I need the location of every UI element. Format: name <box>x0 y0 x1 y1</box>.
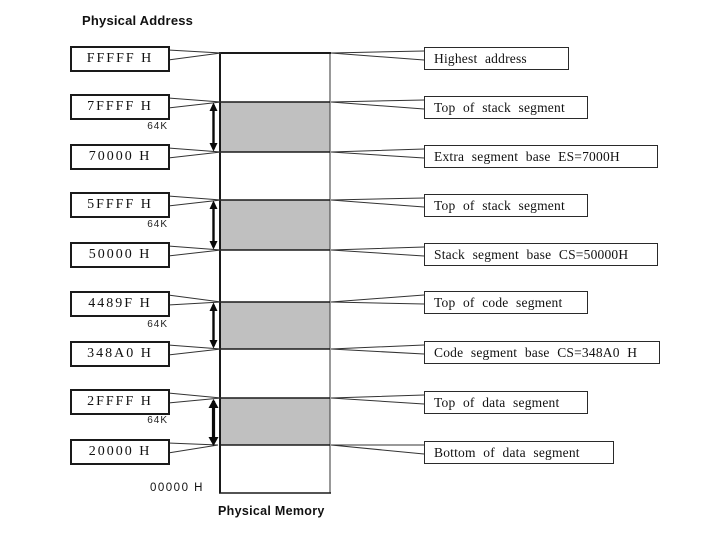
address-box-50000: 50000 H <box>70 242 170 268</box>
address-callout-leaders <box>167 49 222 454</box>
address-box-348a0: 348A0 H <box>70 341 170 367</box>
label-box-code-segment-base: Code segment base CS=348A0 H <box>424 341 660 364</box>
label-box-top-data: Top of data segment <box>424 391 588 414</box>
memory-column <box>219 52 331 494</box>
segment-size-label: 64K <box>147 415 168 426</box>
label-box-stack-segment-base: Stack segment base CS=50000H <box>424 243 658 266</box>
label-box-bottom-data: Bottom of data segment <box>424 441 614 464</box>
label-box-top-stack-1: Top of stack segment <box>424 96 588 119</box>
64k-span-arrows <box>208 102 219 446</box>
address-box-7ffff: 7FFFF H <box>70 94 170 120</box>
label-box-extra-segment-base: Extra segment base ES=7000H <box>424 145 658 168</box>
address-box-4489f: 4489F H <box>70 291 170 317</box>
memory-caption: Physical Memory <box>218 504 325 518</box>
label-box-highest-address: Highest address <box>424 47 569 70</box>
segment-size-label: 64K <box>147 121 168 132</box>
address-box-5ffff: 5FFFF H <box>70 192 170 218</box>
address-box-70000: 70000 H <box>70 144 170 170</box>
segment-size-label: 64K <box>147 219 168 230</box>
address-box-2ffff: 2FFFF H <box>70 389 170 415</box>
label-box-top-stack-2: Top of stack segment <box>424 194 588 217</box>
memory-segment-blocks <box>220 102 330 445</box>
label-callout-leaders <box>330 50 425 455</box>
origin-address-label: 00000 H <box>150 482 204 494</box>
diagram-title: Physical Address <box>82 13 194 28</box>
address-box-fffff: FFFFF H <box>70 46 170 72</box>
label-box-top-code: Top of code segment <box>424 291 588 314</box>
address-box-20000: 20000 H <box>70 439 170 465</box>
segment-size-label: 64K <box>147 319 168 330</box>
